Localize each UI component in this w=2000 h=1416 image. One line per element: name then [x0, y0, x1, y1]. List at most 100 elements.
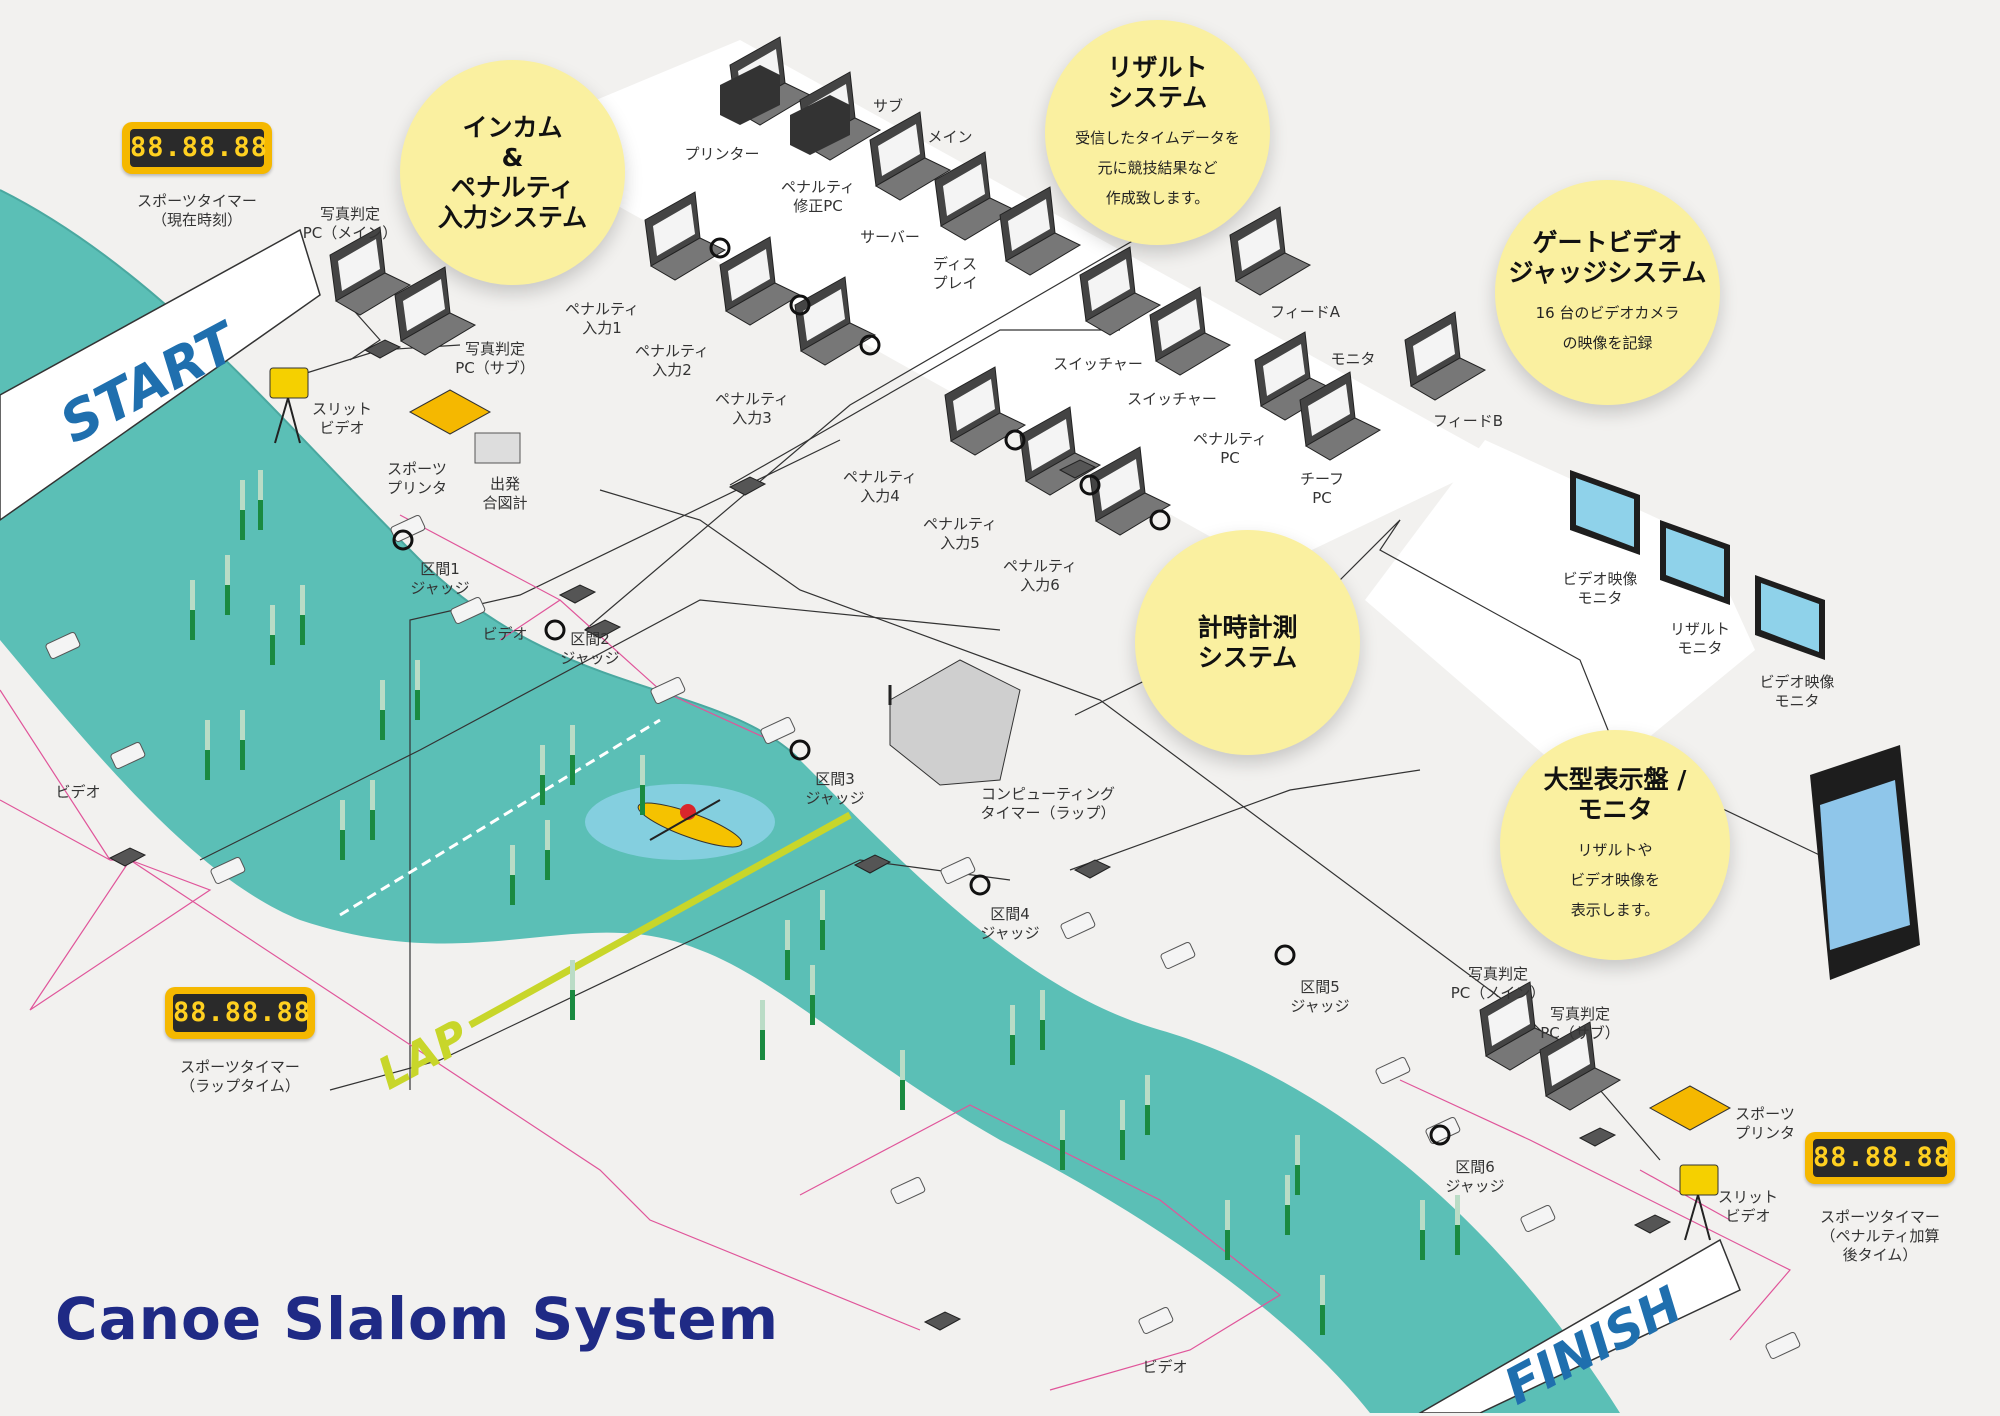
laptop-display-icon: [943, 164, 985, 216]
slit-camera-icon: [1679, 1164, 1719, 1196]
result-system-circle: リザルト システム 受信したタイムデータを 元に競技結果など 作成致します。: [1045, 20, 1270, 245]
gate-pole-stripe-icon: [370, 780, 375, 810]
gate-pole-stripe-icon: [785, 920, 790, 950]
headset-icon: [1274, 944, 1296, 966]
label-judge3: 区間3 ジャッジ: [805, 770, 865, 807]
gate-pole-stripe-icon: [1320, 1275, 1325, 1305]
laptop-display-icon: [1308, 384, 1350, 436]
laptop-base-icon: [1545, 1067, 1622, 1111]
gate-pole-stripe-icon: [1295, 1135, 1300, 1165]
headset-icon: [1004, 429, 1026, 451]
gate-pole-stripe-icon: [570, 725, 575, 755]
laptop-display-icon: [1008, 199, 1050, 251]
network-switch-icon: [1633, 1214, 1672, 1234]
laptop-display-icon: [803, 289, 845, 341]
start-banner: [0, 228, 321, 521]
video-camera-icon: [940, 856, 976, 885]
label-judge2: 区間2 ジャッジ: [560, 630, 620, 667]
headset-icon: [969, 874, 991, 896]
big-display-circle: 大型表示盤 / モニタ リザルトや ビデオ映像を 表示します。: [1500, 730, 1730, 960]
label-photo-sub-start: 写真判定 PC（サブ）: [455, 340, 535, 377]
headset-icon: [1429, 1124, 1451, 1146]
timer-lap: 88.88.88: [165, 987, 315, 1039]
big-display-screen: [1820, 780, 1910, 950]
gate-pole-stripe-icon: [415, 660, 420, 690]
laptop-display-icon: [1028, 419, 1070, 471]
label-video-monitor1: ビデオ映像 モニタ: [1562, 570, 1638, 607]
gate-pole-stripe-icon: [225, 555, 230, 585]
gate-pole-stripe-icon: [1225, 1200, 1230, 1230]
gate-pole-stripe-icon: [1040, 990, 1045, 1020]
label-video-monitor2: ビデオ映像 モニタ: [1759, 673, 1835, 710]
network-switch-icon: [1578, 1127, 1617, 1147]
gate-pole-stripe-icon: [300, 585, 305, 615]
laptop-base-icon: [1410, 357, 1487, 401]
label-video-a: ビデオ: [482, 625, 528, 643]
slit-camera-icon: [269, 367, 309, 399]
laptop-display-icon: [1413, 324, 1455, 376]
intercom-penalty-title: インカム & ペナルティ 入力システム: [437, 112, 588, 232]
gate-pole-stripe-icon: [1145, 1075, 1150, 1105]
laptop-display-icon: [1488, 994, 1530, 1046]
gate-pole-stripe-icon: [640, 755, 645, 785]
label-switcher2: スイッチャー: [1127, 390, 1217, 408]
finish-banner: [1418, 1238, 1741, 1413]
timer-current-display: 88.88.88: [130, 129, 267, 167]
laptop-display-icon: [1238, 219, 1280, 271]
gate-pole-stripe-icon: [1060, 1110, 1065, 1140]
video-camera-icon: [1060, 911, 1096, 940]
gate-pole-stripe-icon: [570, 960, 575, 990]
label-computing-timer: コンピューティング タイマー（ラップ）: [980, 785, 1116, 822]
laptop-base-icon: [1005, 232, 1082, 276]
laptop-base-icon: [1155, 332, 1232, 376]
timer-lap-display: 88.88.88: [173, 994, 310, 1032]
timer-penalty: 88.88.88: [1805, 1132, 1955, 1184]
label-penalty-in4: ペナルティ 入力4: [842, 468, 918, 505]
label-judge6: 区間6 ジャッジ: [1445, 1158, 1505, 1195]
tripod-leg-icon: [287, 397, 301, 444]
label-photo-main-start: 写真判定 PC（メイン）: [302, 205, 398, 242]
video-camera-icon: [450, 596, 486, 625]
laptop-display-icon: [403, 279, 445, 331]
label-video-c: ビデオ: [1142, 1358, 1188, 1376]
label-feed-a: フィードA: [1270, 303, 1340, 321]
gate-pole-stripe-icon: [1010, 1005, 1015, 1035]
gate-pole-stripe-icon: [540, 745, 545, 775]
gate-video-title: ゲートビデオ ジャッジシステム: [1508, 227, 1707, 287]
laptop-base-icon: [1085, 292, 1162, 336]
label-monitor: モニタ: [1330, 350, 1376, 368]
network-switch-icon: [728, 476, 767, 496]
tripod-leg-icon: [1697, 1194, 1711, 1241]
laptop-display-icon: [878, 124, 920, 176]
laptop-base-icon: [335, 272, 412, 316]
laptop-display-icon: [1158, 299, 1200, 351]
network-switch-icon: [1073, 859, 1112, 879]
label-sub: サブ: [872, 97, 904, 115]
laptop-display-icon: [653, 204, 695, 256]
headset-icon: [544, 619, 566, 641]
sports-printer-icon: [408, 389, 492, 435]
label-start-signal: 出発 合図計: [482, 475, 528, 512]
laptop-display-icon: [1263, 344, 1305, 396]
server-room-platform: [500, 40, 1500, 570]
headset-icon: [789, 739, 811, 761]
monitor-platform: [1365, 440, 1755, 790]
label-feed-b: フィードB: [1433, 412, 1503, 430]
gate-pole-stripe-icon: [545, 820, 550, 850]
label-printer: プリンター: [684, 145, 760, 163]
label-sports-printer-start: スポーツ プリンタ: [386, 460, 448, 497]
label-penalty-in1: ペナルティ 入力1: [564, 300, 640, 337]
big-display-title: 大型表示盤 / モニタ: [1543, 765, 1687, 824]
tripod-leg-icon: [274, 397, 289, 444]
laptop-display-icon: [1088, 259, 1130, 311]
gate-video-circle: ゲートビデオ ジャッジシステム 16 台のビデオカメラ の映像を記録: [1495, 180, 1720, 405]
gate-pole-stripe-icon: [810, 965, 815, 995]
gate-pole-stripe-icon: [1120, 1100, 1125, 1130]
label-video-b: ビデオ: [55, 783, 101, 801]
gate-pole-stripe-icon: [510, 845, 515, 875]
paddle-icon: [649, 799, 721, 841]
lap-line: [468, 811, 852, 1029]
laptop-display-icon: [1098, 459, 1140, 511]
printer-icon: [790, 95, 850, 155]
